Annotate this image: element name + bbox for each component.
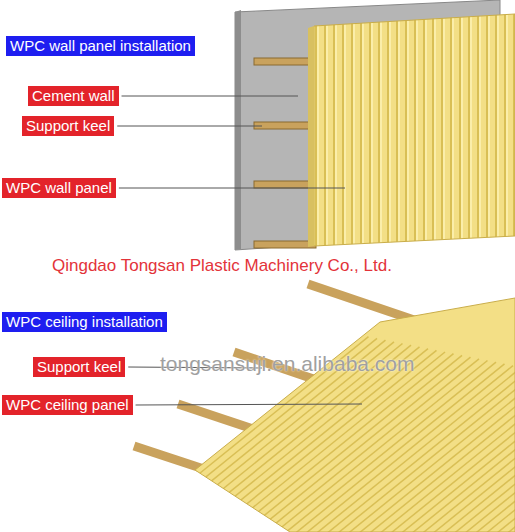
leader-line (117, 126, 262, 127)
section-heading: WPC wall panel installation (6, 36, 195, 56)
label-text: WPC wall panel installation (10, 37, 191, 54)
wall-edge (235, 10, 241, 250)
label-text: WPC ceiling installation (6, 313, 163, 330)
ceiling-rib (482, 401, 515, 532)
company-name: Qingdao Tongsan Plastic Machinery Co., L… (52, 256, 392, 276)
ceiling-rib (465, 398, 515, 532)
part-label: Cement wall (28, 86, 119, 106)
watermark: tongsansuji.en.alibaba.com (160, 352, 415, 376)
support-keels (254, 58, 316, 248)
panel-edge (308, 26, 314, 247)
leader-line (122, 96, 298, 97)
label-text: WPC ceiling panel (6, 396, 129, 413)
part-label: Support keel (33, 357, 125, 377)
ceiling-rib (473, 400, 515, 532)
ceiling-rib (422, 389, 515, 532)
section-heading: WPC ceiling installation (2, 312, 167, 332)
leader-line (136, 404, 362, 405)
ceiling-rib (414, 388, 515, 532)
part-label: WPC wall panel (2, 178, 116, 198)
label-text: Support keel (26, 117, 110, 134)
wpc-wall-panel (314, 14, 515, 246)
ceiling-rib (363, 378, 515, 532)
ceiling-rib (448, 395, 515, 532)
ceiling-rib (439, 393, 515, 532)
wpc-ceiling-panel (150, 290, 515, 532)
ceiling-rib (303, 366, 513, 532)
ceiling-panel-outline (195, 298, 515, 532)
ceiling-rib (295, 364, 505, 532)
part-label: WPC ceiling panel (2, 395, 133, 415)
ceiling-rib (371, 379, 515, 532)
ceiling-rib (397, 384, 515, 532)
part-label: Support keel (22, 116, 114, 136)
label-text: Support keel (37, 358, 121, 375)
leader-line (119, 188, 345, 189)
ceiling-rib (337, 372, 515, 532)
label-text: Cement wall (32, 87, 115, 104)
ceiling-rib (456, 396, 515, 532)
ceiling-rib (405, 386, 515, 532)
label-text: WPC wall panel (6, 179, 112, 196)
ceiling-rib (354, 376, 515, 532)
